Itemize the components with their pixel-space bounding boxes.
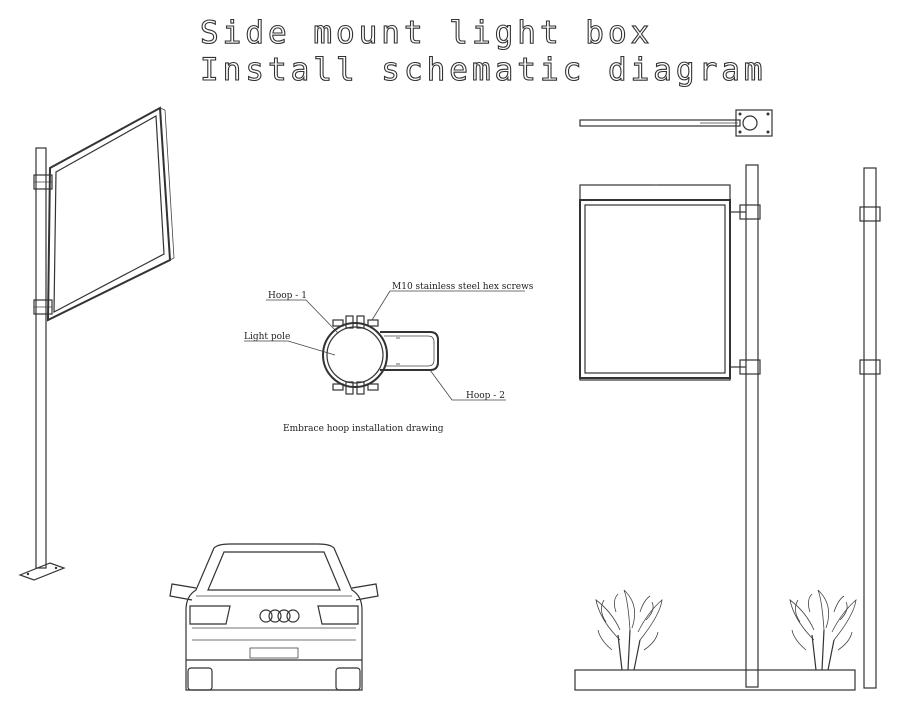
hoop-installation-drawing: Hoop - 1 M10 stainless steel hex screws … [244, 282, 534, 434]
angled-light-box-inner [53, 115, 165, 314]
label-light-pole: Light pole [244, 332, 290, 342]
car-rear-window [207, 551, 341, 591]
hoop-1-ring [322, 322, 388, 388]
screw-bottom-right [367, 383, 379, 391]
car-illustration [169, 543, 379, 691]
pole-cross-section [326, 326, 384, 384]
light-box-panel [584, 204, 726, 374]
angled-light-box-outer [46, 106, 172, 322]
plant-illustration-left [595, 589, 663, 671]
right-pole [745, 164, 759, 688]
left-pole-assembly [18, 106, 175, 581]
plant-illustration-right [789, 589, 857, 671]
arm-rod [579, 119, 741, 127]
car-body [185, 543, 363, 691]
front-elevation-assembly [579, 164, 761, 688]
car-wheel-right [335, 667, 361, 691]
arm-plan-view [579, 109, 773, 137]
screw-top-left [332, 319, 344, 327]
light-box-frame [579, 184, 731, 381]
screw-top-right [367, 319, 379, 327]
hoop-2-bracket [380, 331, 439, 371]
side-pole-assembly [859, 167, 881, 689]
title-line-2: Install schematic diagram [200, 52, 767, 88]
screw-bottom-left [332, 383, 344, 391]
mount-plate [735, 109, 773, 137]
side-pole [863, 167, 877, 689]
left-pole [35, 147, 47, 569]
hoop-drawing-caption: Embrace hoop installation drawing [283, 424, 444, 434]
label-hoop-2: Hoop - 2 [466, 391, 505, 401]
car-wheel-left [187, 667, 213, 691]
label-screws: M10 stainless steel hex screws [392, 282, 534, 292]
planter [574, 589, 857, 691]
label-hoop-1: Hoop - 1 [268, 291, 307, 301]
title-line-1: Side mount light box [200, 15, 653, 51]
left-base-plate [18, 562, 66, 581]
planter-bed [574, 669, 856, 691]
